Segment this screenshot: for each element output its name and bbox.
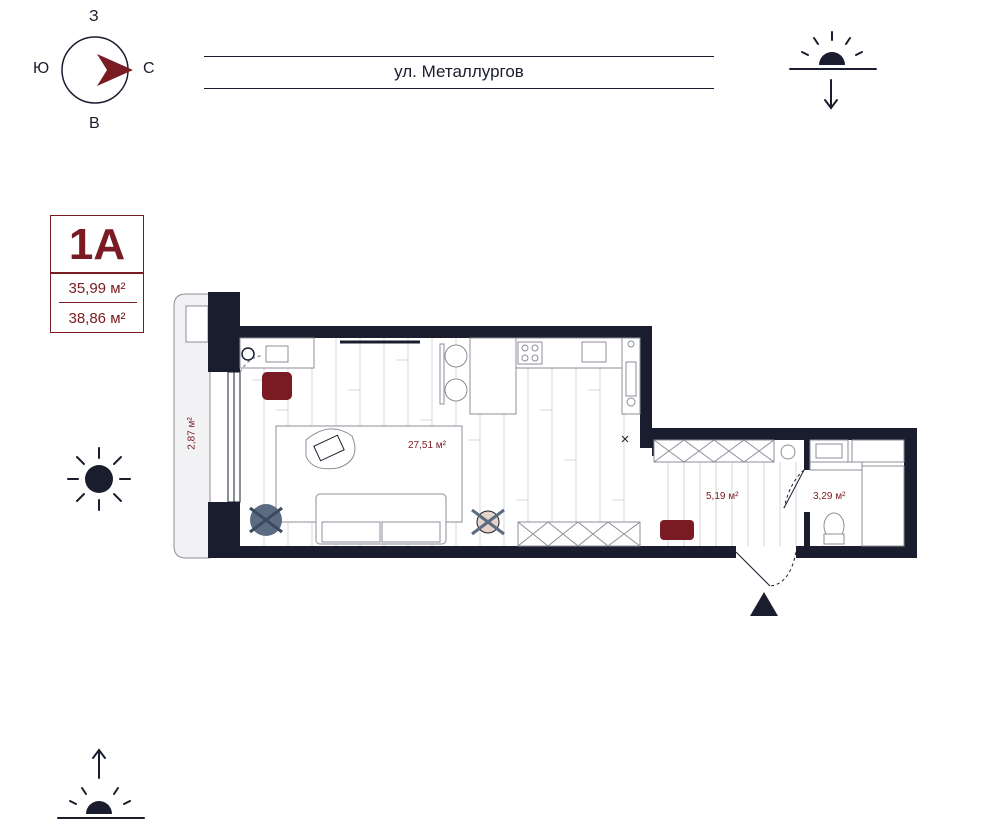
compass-icon [61, 36, 133, 104]
compass-south-label: В [89, 115, 100, 132]
sunset-icon [789, 31, 877, 110]
walls [208, 292, 917, 558]
compass-arrow-icon [97, 54, 133, 86]
room-area-main: 27,51 м² [408, 440, 447, 451]
divider [51, 272, 143, 274]
bathroom-fixtures [809, 439, 905, 547]
sun-icon [67, 447, 131, 511]
room-area-balcony: 2,87 м² [186, 417, 198, 450]
entrance-door [239, 355, 805, 587]
hall-wardrobe [653, 439, 796, 540]
pouf-icon [660, 520, 694, 540]
room-area-bathroom: 3,29 м² [813, 491, 846, 502]
coffee-table [305, 428, 356, 470]
apartment-info-box: 1А 35,99 м² 38,86 м² [50, 215, 144, 333]
lamp-icon [241, 347, 255, 361]
plant-icon [471, 508, 505, 536]
apartment-code: 1А [68, 220, 126, 269]
entrance-arrow-icon [750, 592, 778, 616]
street-banner: ул. Металлургов [204, 56, 714, 89]
sofa [315, 493, 447, 545]
street-name: ул. Металлургов [394, 62, 524, 81]
balcony [173, 293, 211, 559]
desk [239, 337, 315, 400]
area-total: 38,86 м² [68, 310, 126, 327]
sunrise-icon [57, 748, 145, 819]
hall-floor-planks [667, 462, 797, 546]
window [227, 371, 241, 503]
divider [59, 302, 137, 303]
chair-icon [262, 372, 292, 400]
plant-icon [249, 504, 283, 536]
compass-west-label: Ю [33, 60, 50, 77]
compass-east-label: С [143, 60, 155, 77]
room-area-hallway: 5,19 м² [706, 491, 739, 502]
vent-icon [621, 435, 629, 443]
wardrobe [517, 521, 641, 547]
bar-stools [439, 343, 468, 405]
kitchen-counter [469, 337, 641, 415]
area-living: 35,99 м² [68, 280, 126, 297]
compass-north-label: З [89, 8, 99, 25]
